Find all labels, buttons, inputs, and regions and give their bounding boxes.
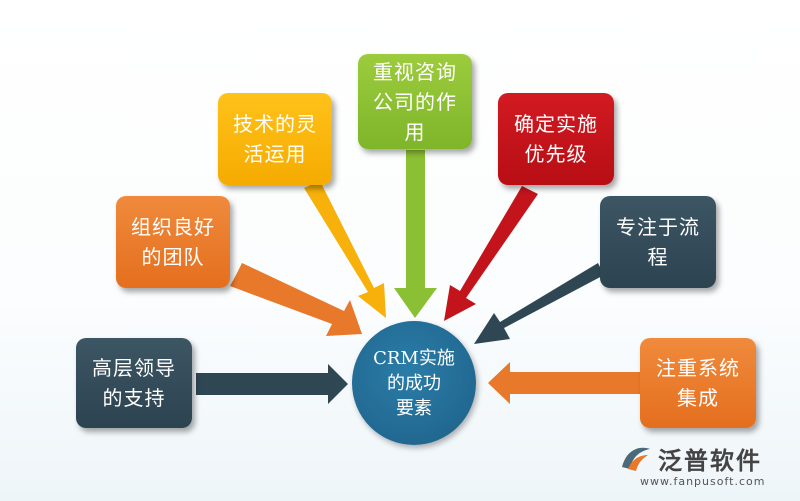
center-line3: 要素 — [395, 397, 432, 419]
factor-priority: 确定实施 优先级 — [498, 93, 614, 185]
arrow-technology — [304, 181, 386, 318]
factor-process: 专注于流 程 — [600, 196, 716, 288]
brand-url: www.fanpusoft.com — [640, 475, 766, 488]
center-line2: 的成功 — [386, 372, 441, 394]
center-line1: CRM实施 — [373, 347, 455, 369]
fanpu-logo-icon — [622, 447, 650, 471]
factor-technology-line2: 活运用 — [243, 142, 307, 166]
factor-consulting: 重视咨询 公司的作 用 — [358, 54, 472, 149]
factor-leadership-line2: 的支持 — [102, 386, 166, 410]
arrow-priority — [444, 186, 538, 321]
factor-technology-line1: 技术的灵 — [233, 112, 317, 136]
factor-consulting-line2: 公司的作 — [373, 89, 457, 114]
factor-process-line2: 程 — [647, 245, 669, 269]
arrow-process — [474, 263, 604, 344]
arrow-consulting — [394, 150, 437, 318]
factor-integration: 注重系统 集成 — [640, 338, 756, 428]
center-circle: CRM实施 的成功 要素 — [352, 321, 476, 445]
arrow-integration — [488, 362, 640, 404]
factor-priority-line2: 优先级 — [524, 142, 588, 166]
factor-leadership-line1: 高层领导 — [92, 356, 176, 380]
factor-consulting-line1: 重视咨询 — [373, 59, 457, 84]
factor-integration-line2: 集成 — [677, 386, 719, 410]
brand-logo: 泛普软件 — [618, 443, 762, 475]
factor-consulting-line3: 用 — [404, 119, 426, 144]
factor-priority-line1: 确定实施 — [514, 112, 598, 136]
factor-integration-line1: 注重系统 — [656, 356, 740, 380]
factor-team-line2: 的团队 — [141, 245, 205, 269]
arrow-leadership — [196, 364, 348, 404]
factor-team: 组织良好 的团队 — [116, 196, 230, 288]
factor-process-line1: 专注于流 — [616, 215, 700, 239]
factor-team-line1: 组织良好 — [131, 215, 215, 239]
brand-name: 泛普软件 — [658, 446, 762, 475]
factor-leadership: 高层领导 的支持 — [76, 338, 192, 428]
factor-technology: 技术的灵 活运用 — [218, 93, 332, 185]
arrow-team — [230, 263, 362, 336]
